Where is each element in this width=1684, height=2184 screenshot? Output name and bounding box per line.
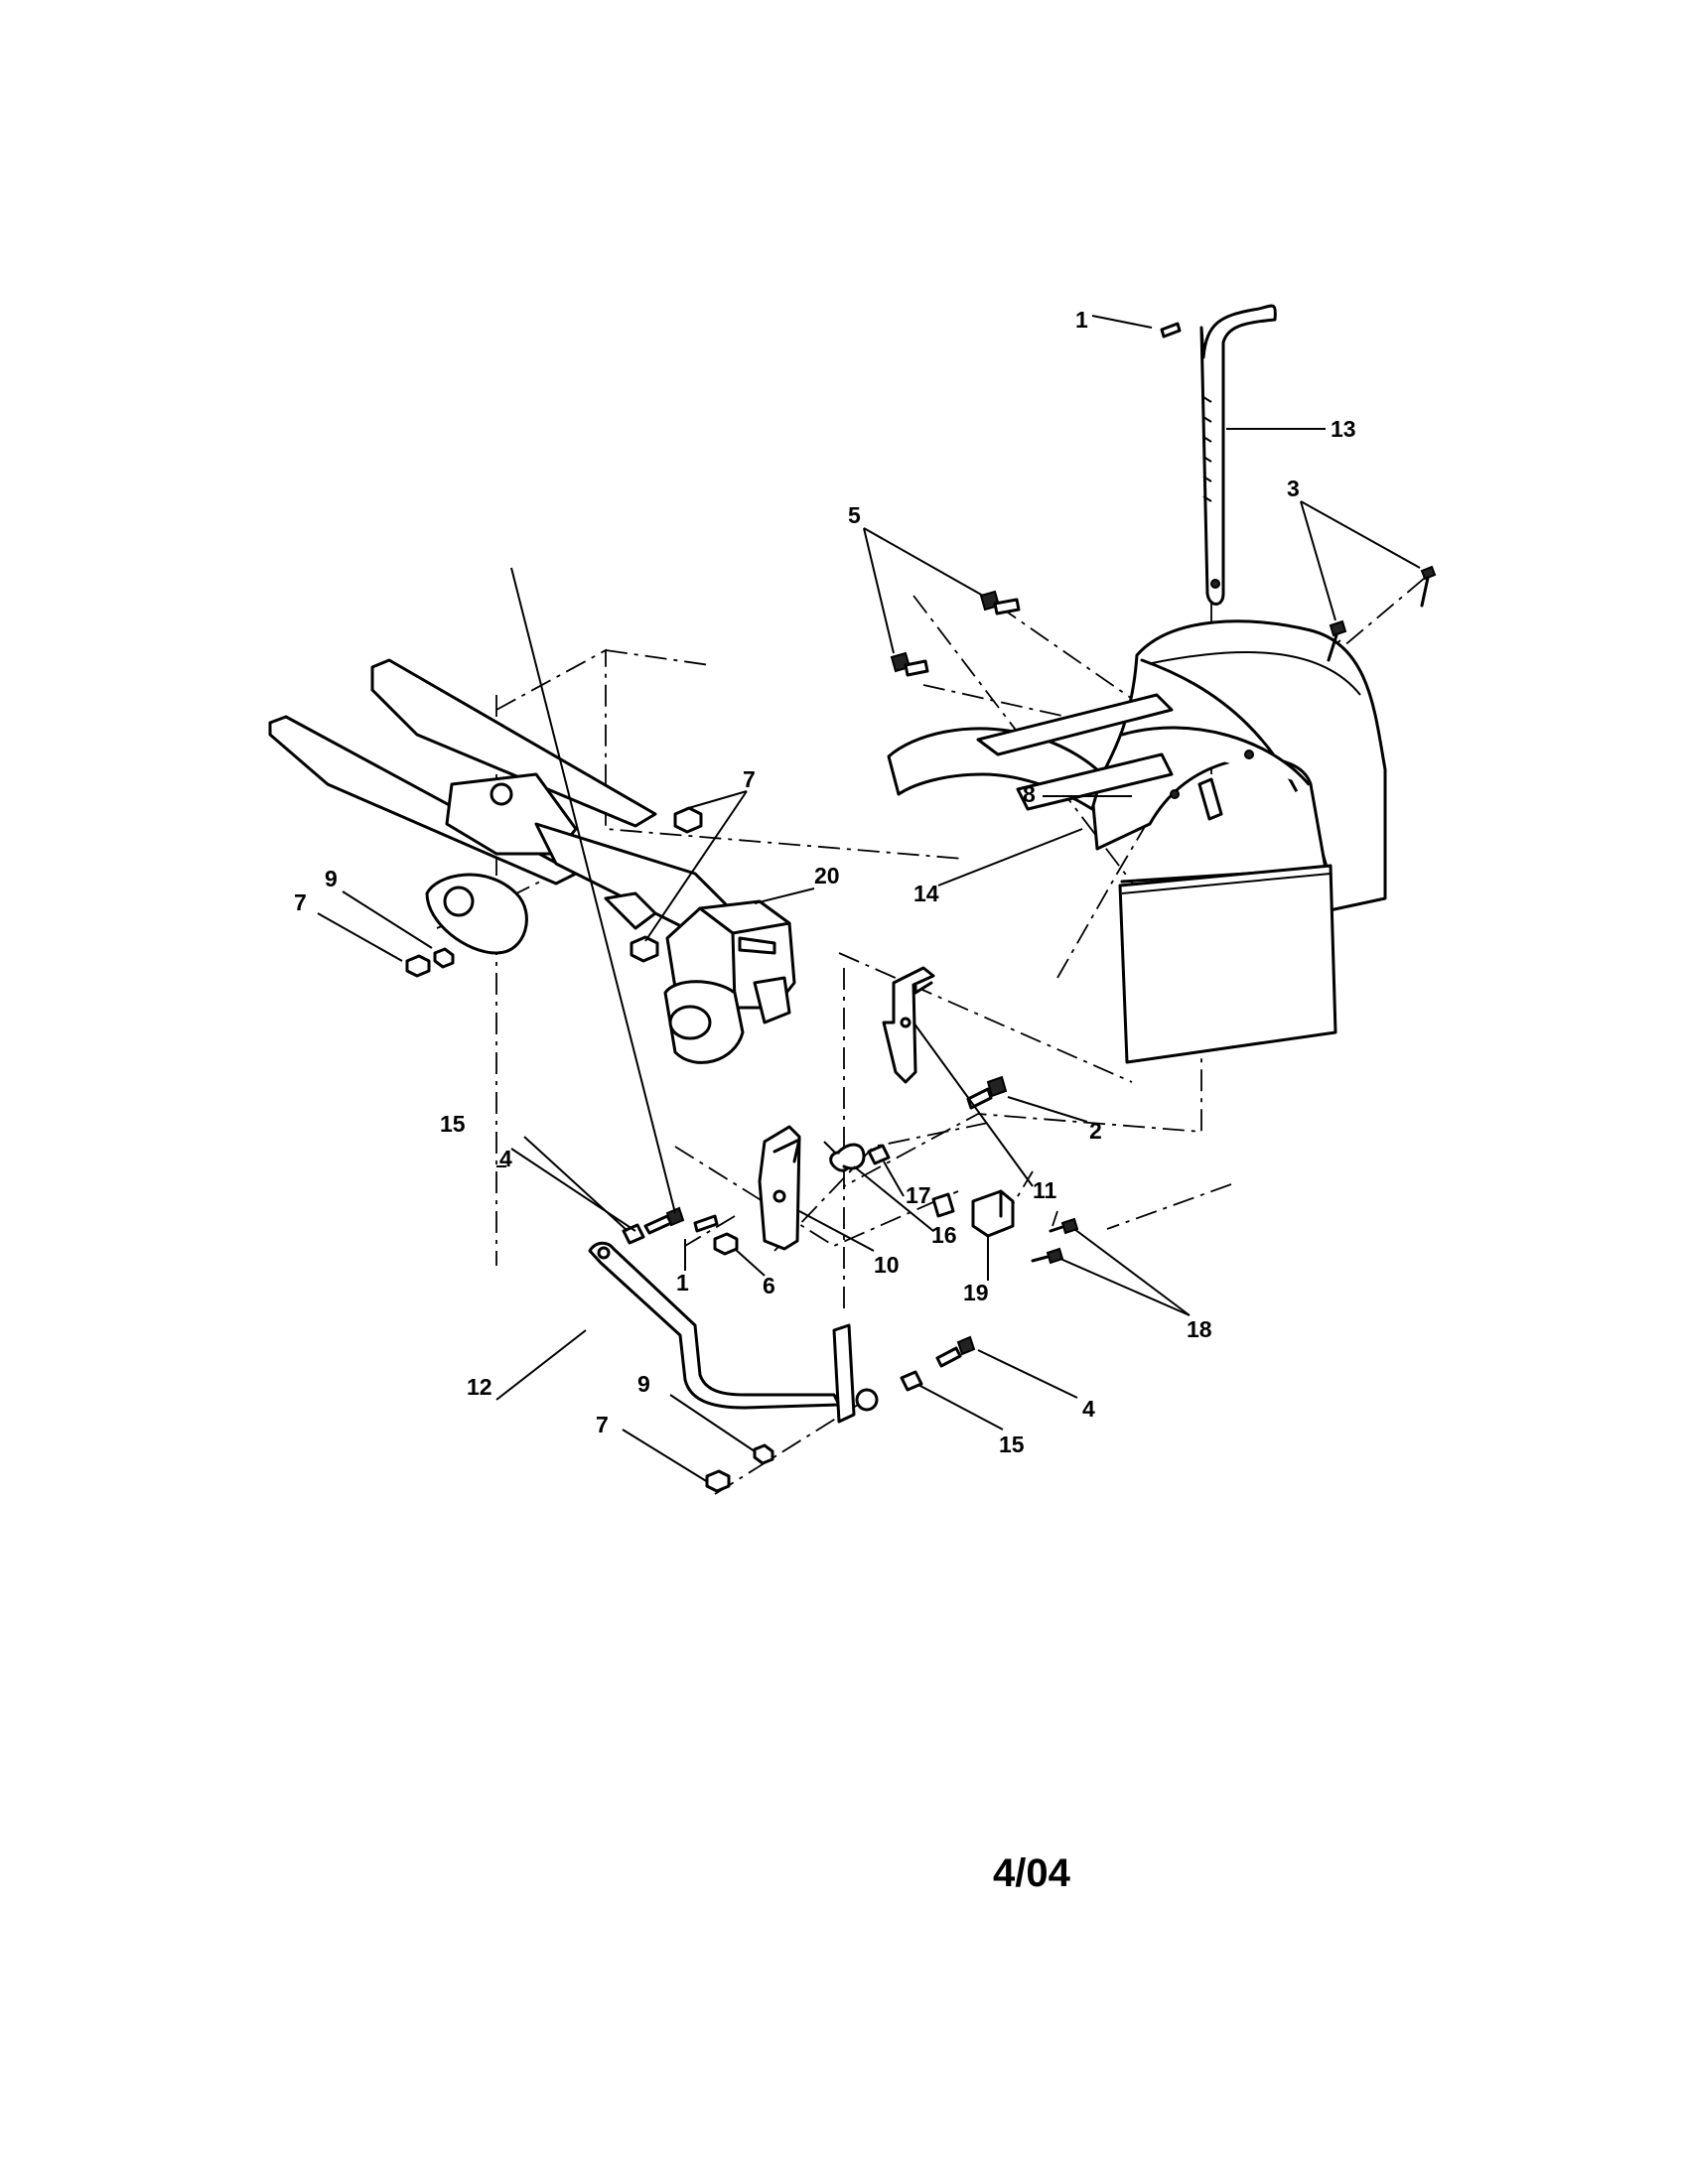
bolt-4-lower	[935, 1335, 976, 1368]
callout-1-lower: 1	[676, 1270, 689, 1296]
nut-7-frame-a	[673, 806, 703, 834]
callout-1-top: 1	[1075, 307, 1088, 333]
nut-7-left	[405, 954, 431, 978]
bolt-2	[966, 1075, 1008, 1110]
revision-date: 4/04	[993, 1851, 1071, 1895]
callout-15-upper: 15	[440, 1111, 466, 1137]
callout-14: 14	[913, 881, 939, 906]
depth-link-rod	[588, 1241, 879, 1424]
callout-6: 6	[763, 1273, 775, 1298]
spacer-15-upper	[622, 1223, 645, 1245]
callout-10: 10	[874, 1252, 900, 1278]
pin-1-lower	[693, 1214, 719, 1233]
nut-7-frame-b	[630, 935, 659, 963]
callout-7-left: 7	[294, 889, 307, 915]
nut-6	[713, 1232, 739, 1256]
washer-9-lower	[753, 1443, 774, 1465]
callout-7-frame: 7	[743, 766, 756, 792]
bolt-18-upper	[1049, 1217, 1079, 1235]
callout-19: 19	[963, 1280, 989, 1305]
bolt-5-lower	[890, 651, 929, 677]
callout-leaders	[317, 315, 1421, 1483]
depth-bar	[1199, 304, 1277, 606]
callout-15-lower: 15	[999, 1432, 1025, 1457]
bolt-18-lower	[1031, 1247, 1064, 1265]
callout-8: 8	[1023, 781, 1036, 807]
callout-7-lower: 7	[596, 1412, 609, 1437]
callout-9-lower: 9	[637, 1371, 650, 1397]
callout-9-left: 9	[325, 866, 338, 891]
pivot-bracket-11	[882, 966, 935, 1084]
bushing-17	[867, 1144, 891, 1165]
clamp-block-19	[931, 1189, 1015, 1238]
pin-1-top	[1160, 322, 1182, 339]
bolt-5-upper	[979, 590, 1021, 615]
callout-labels: 1 13 3 5 7 8 14 20 9 7 2 11 17 16 10 6 1…	[294, 307, 1356, 1457]
callout-13: 13	[1331, 416, 1356, 442]
callout-18: 18	[1187, 1316, 1212, 1342]
bolt-3-upper	[1420, 565, 1437, 608]
nut-7-lower	[705, 1469, 731, 1493]
tine-shield	[887, 619, 1387, 1064]
washer-9-left	[433, 947, 455, 969]
engine	[663, 899, 796, 1064]
callout-12: 12	[467, 1374, 492, 1400]
callout-17: 17	[906, 1182, 931, 1208]
callout-20: 20	[814, 863, 840, 888]
callout-11: 11	[1033, 1177, 1057, 1203]
callout-16: 16	[931, 1222, 957, 1248]
pivot-bracket-10	[758, 1125, 801, 1251]
callout-4-lower: 4	[1082, 1396, 1095, 1422]
bolt-3-lower	[1327, 619, 1347, 662]
spacer-15-lower	[900, 1370, 923, 1392]
bolt-4-upper	[643, 1206, 685, 1235]
spring-16	[823, 1141, 866, 1172]
callout-3: 3	[1287, 476, 1300, 501]
callout-5: 5	[848, 502, 861, 528]
callout-4-upper: 4	[499, 1146, 512, 1171]
callout-2: 2	[1089, 1118, 1102, 1144]
